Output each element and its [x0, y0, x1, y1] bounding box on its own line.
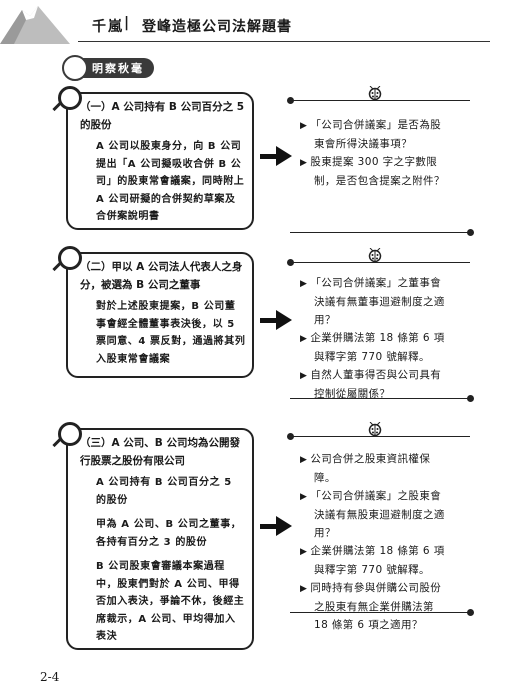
- case-3-paragraph-3: B 公司股東會審議本案過程中，股東們對於 A 公司、甲得否加入表決，爭論不休，後…: [96, 561, 245, 642]
- case-3-issues-list: ▶公司合併之股東資訊權保障。 ▶「公司合併議案」之股東會決議有無股東迴避制度之適…: [300, 450, 450, 634]
- case-3-issues-top-rule: [290, 436, 470, 437]
- rule-end-dot-icon: [287, 97, 294, 104]
- rule-end-dot-icon: [467, 609, 474, 616]
- case-1-facts-box: [66, 92, 254, 230]
- issue-text: 企業併購法第 18 條第 6 項與釋字第 770 號解釋。: [310, 332, 445, 363]
- case-3-arrow-icon: [276, 516, 292, 536]
- triangle-bullet-icon: ▶: [300, 492, 308, 502]
- case-2-issues-list: ▶「公司合併議案」之董事會決議有無董事迴避制度之適用？ ▶企業併購法第 18 條…: [300, 274, 450, 403]
- header-book-title: 登峰造極公司法解題書: [142, 19, 292, 35]
- ladybug-icon: [368, 248, 382, 262]
- magnifier-badge-icon: [62, 55, 88, 81]
- issue-item: ▶自然人董事得否與公司具有控制從屬關係？: [300, 366, 450, 403]
- case-3-paragraph-2: 甲為 A 公司、B 公司之董事，各持有百分之 3 的股份: [96, 519, 242, 548]
- case-2-heading: （二）甲以 A 公司法人代表人之身分，被選為 B 公司之董事: [80, 261, 243, 291]
- header-author: 千嵐: [92, 19, 124, 35]
- issue-text: 企業併購法第 18 條第 6 項與釋字第 770 號解釋。: [310, 545, 445, 576]
- triangle-bullet-icon: ▶: [300, 279, 308, 289]
- section-label-pill: [72, 58, 154, 78]
- issue-item: ▶同時持有參與併購公司股份之股東有無企業併購法第 18 條第 6 項之適用？: [300, 579, 450, 634]
- case-2-issues-top-rule: [290, 262, 470, 263]
- header-separator: |: [124, 15, 130, 31]
- issue-text: 自然人董事得否與公司具有控制從屬關係？: [310, 369, 442, 400]
- issue-text: 股東提案 300 字之字數限制，是否包含提案之附件？: [310, 156, 445, 187]
- case-2-issues-bottom-rule: [290, 398, 470, 399]
- rule-end-dot-icon: [467, 395, 474, 402]
- case-3-paragraph-1: A 公司持有 B 公司百分之 5 的股份: [96, 477, 232, 506]
- rule-end-dot-icon: [287, 259, 294, 266]
- mountain-logo-icon: [0, 6, 70, 44]
- case-3-arrow-shaft: [260, 524, 278, 529]
- magnifier-icon: [58, 246, 82, 270]
- case-1-issues-list: ▶「公司合併議案」是否為股東會所得決議事項？ ▶股東提案 300 字之字數限制，…: [300, 116, 450, 190]
- issue-item: ▶企業併購法第 18 條第 6 項與釋字第 770 號解釋。: [300, 329, 450, 366]
- issue-text: 「公司合併議案」之董事會決議有無董事迴避制度之適用？: [310, 277, 445, 326]
- case-1-heading: （一）A 公司持有 B 公司百分之 5 的股份: [80, 101, 245, 131]
- triangle-bullet-icon: ▶: [300, 158, 308, 168]
- case-1-issues-top-rule: [290, 100, 470, 101]
- case-2-facts-box: [66, 252, 254, 378]
- issue-item: ▶企業併購法第 18 條第 6 項與釋字第 770 號解釋。: [300, 542, 450, 579]
- header-rule: [78, 41, 490, 42]
- case-3-facts-box: [66, 428, 254, 650]
- issue-item: ▶「公司合併議案」之股東會決議有無股東迴避制度之適用？: [300, 487, 450, 542]
- issue-item: ▶「公司合併議案」之董事會決議有無董事迴避制度之適用？: [300, 274, 450, 329]
- case-2-paragraph: 對於上述股東提案，B 公司董事會經全體董事表決後，以 5 票同意、4 票反對，通…: [96, 301, 246, 365]
- issue-text: 「公司合併議案」之股東會決議有無股東迴避制度之適用？: [310, 490, 445, 539]
- magnifier-icon: [58, 422, 82, 446]
- case-1-arrow-icon: [276, 146, 292, 166]
- rule-end-dot-icon: [287, 433, 294, 440]
- issue-item: ▶公司合併之股東資訊權保障。: [300, 450, 450, 487]
- triangle-bullet-icon: ▶: [300, 121, 308, 131]
- case-1-issues-bottom-rule: [290, 232, 470, 233]
- case-3-issues-bottom-rule: [290, 612, 470, 613]
- triangle-bullet-icon: ▶: [300, 371, 308, 381]
- issue-text: 「公司合併議案」是否為股東會所得決議事項？: [310, 119, 442, 150]
- triangle-bullet-icon: ▶: [300, 334, 308, 344]
- issue-text: 公司合併之股東資訊權保障。: [310, 453, 431, 484]
- page-number: 2-4: [40, 670, 60, 684]
- case-1-arrow-shaft: [260, 154, 278, 159]
- triangle-bullet-icon: ▶: [300, 455, 308, 465]
- case-2-arrow-icon: [276, 310, 292, 330]
- ladybug-icon: [368, 86, 382, 100]
- ladybug-icon: [368, 422, 382, 436]
- magnifier-icon: [58, 86, 82, 110]
- case-2-arrow-shaft: [260, 318, 278, 323]
- issue-item: ▶「公司合併議案」是否為股東會所得決議事項？: [300, 116, 450, 153]
- issue-text: 同時持有參與併購公司股份之股東有無企業併購法第 18 條第 6 項之適用？: [310, 582, 442, 631]
- rule-end-dot-icon: [467, 229, 474, 236]
- triangle-bullet-icon: ▶: [300, 547, 308, 557]
- triangle-bullet-icon: ▶: [300, 584, 308, 594]
- issue-item: ▶股東提案 300 字之字數限制，是否包含提案之附件？: [300, 153, 450, 190]
- case-3-heading: （三）A 公司、B 公司均為公開發行股票之股份有限公司: [80, 437, 240, 467]
- section-label: 明察秋毫: [92, 62, 144, 75]
- case-1-paragraph: A 公司以股東身分，向 B 公司提出「A 公司擬吸收合併 B 公司」的股東常會議…: [96, 141, 245, 222]
